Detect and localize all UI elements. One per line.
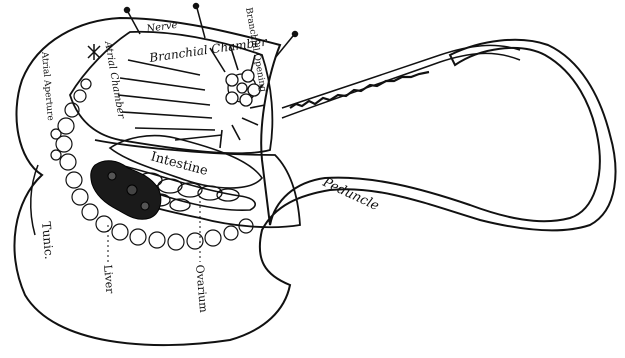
label-tunic: Tunic. — [39, 221, 56, 260]
label-nerve: Nerve — [145, 20, 178, 35]
label-liver: Liver — [101, 264, 117, 295]
label-atrial-aperture: Atrial Aperture — [39, 50, 55, 121]
atrial-aperture-star — [88, 44, 100, 60]
label-ovarium: Ovarium — [193, 264, 210, 314]
peduncle-stalk — [282, 45, 520, 118]
label-atrial-chamber: Atrial Chamber — [102, 40, 127, 121]
liver-mass — [91, 161, 161, 220]
